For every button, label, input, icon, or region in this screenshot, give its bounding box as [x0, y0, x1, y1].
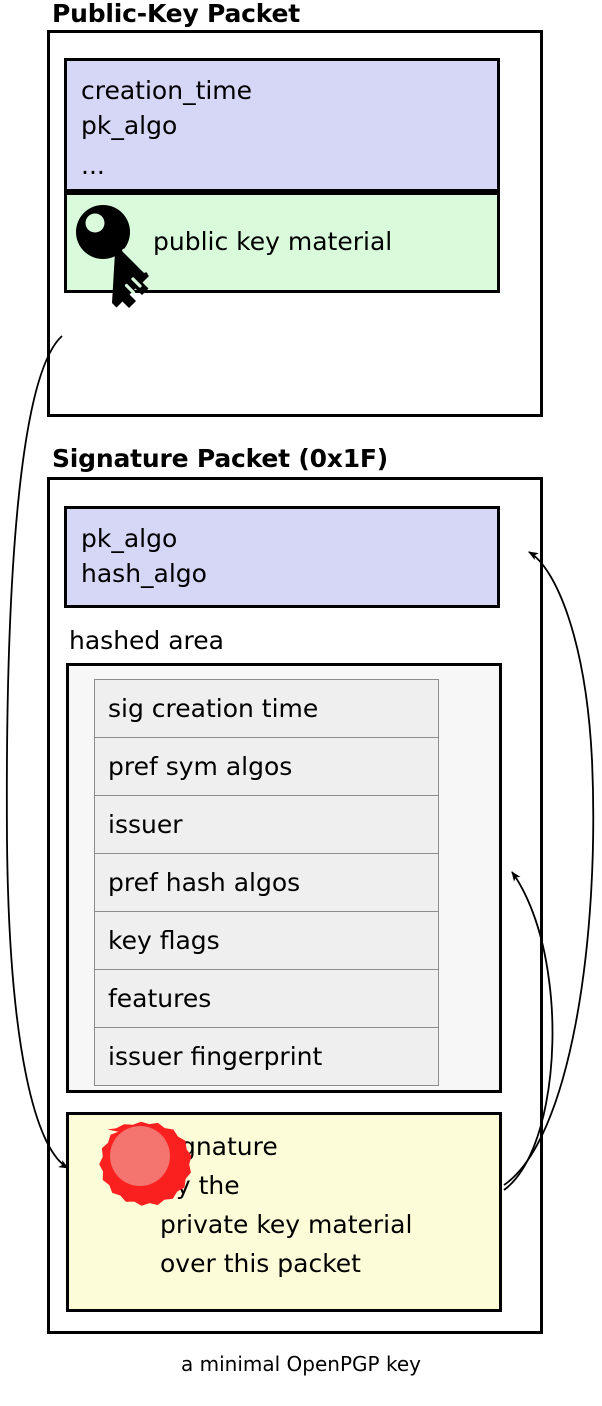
subpacket-label: pref sym algos [108, 752, 293, 781]
public-key-material-label: public key material [153, 227, 393, 256]
subpacket-row[interactable]: issuer [95, 796, 438, 854]
subpacket-row[interactable]: features [95, 970, 438, 1028]
subpacket-label: issuer [108, 810, 183, 839]
subpacket-row[interactable]: issuer fingerprint [95, 1028, 438, 1086]
signature-value-line-3: private key material [160, 1210, 413, 1239]
signature-value-line-1: signature [160, 1132, 278, 1161]
subpacket-list: sig creation time pref sym algos issuer … [94, 679, 439, 1086]
signature-value-box: signature by the private key material ov… [66, 1112, 502, 1312]
public-key-material-box: public key material [64, 192, 500, 293]
diagram-caption: a minimal OpenPGP key [181, 1352, 421, 1376]
signature-packet-title: Signature Packet (0x1F) [52, 444, 389, 473]
subpacket-label: sig creation time [108, 694, 319, 723]
public-key-packet-title: Public-Key Packet [52, 0, 301, 28]
subpacket-row[interactable]: pref hash algos [95, 854, 438, 912]
subpacket-label: issuer fingerprint [108, 1042, 323, 1071]
public-key-field-pk-algo: pk_algo [81, 111, 178, 140]
subpacket-row[interactable]: pref sym algos [95, 738, 438, 796]
subpacket-label: pref hash algos [108, 868, 301, 897]
subpacket-label: key flags [108, 926, 220, 955]
signature-value-line-4: over this packet [160, 1249, 361, 1278]
subpacket-row[interactable]: sig creation time [95, 680, 438, 738]
public-key-field-creation-time: creation_time [81, 76, 253, 105]
hashed-area-label: hashed area [69, 626, 224, 655]
signature-field-pk-algo: pk_algo [81, 524, 178, 553]
subpacket-row[interactable]: key flags [95, 912, 438, 970]
subpacket-label: features [108, 984, 212, 1013]
signature-header-fields: pk_algo hash_algo [64, 506, 500, 608]
signature-field-hash-algo: hash_algo [81, 559, 207, 588]
hashed-area-box: sig creation time pref sym algos issuer … [66, 663, 502, 1093]
public-key-header-fields: creation_time pk_algo ... [64, 58, 500, 192]
public-key-field-ellipsis: ... [81, 151, 105, 180]
signature-value-line-2: by the [160, 1171, 240, 1200]
